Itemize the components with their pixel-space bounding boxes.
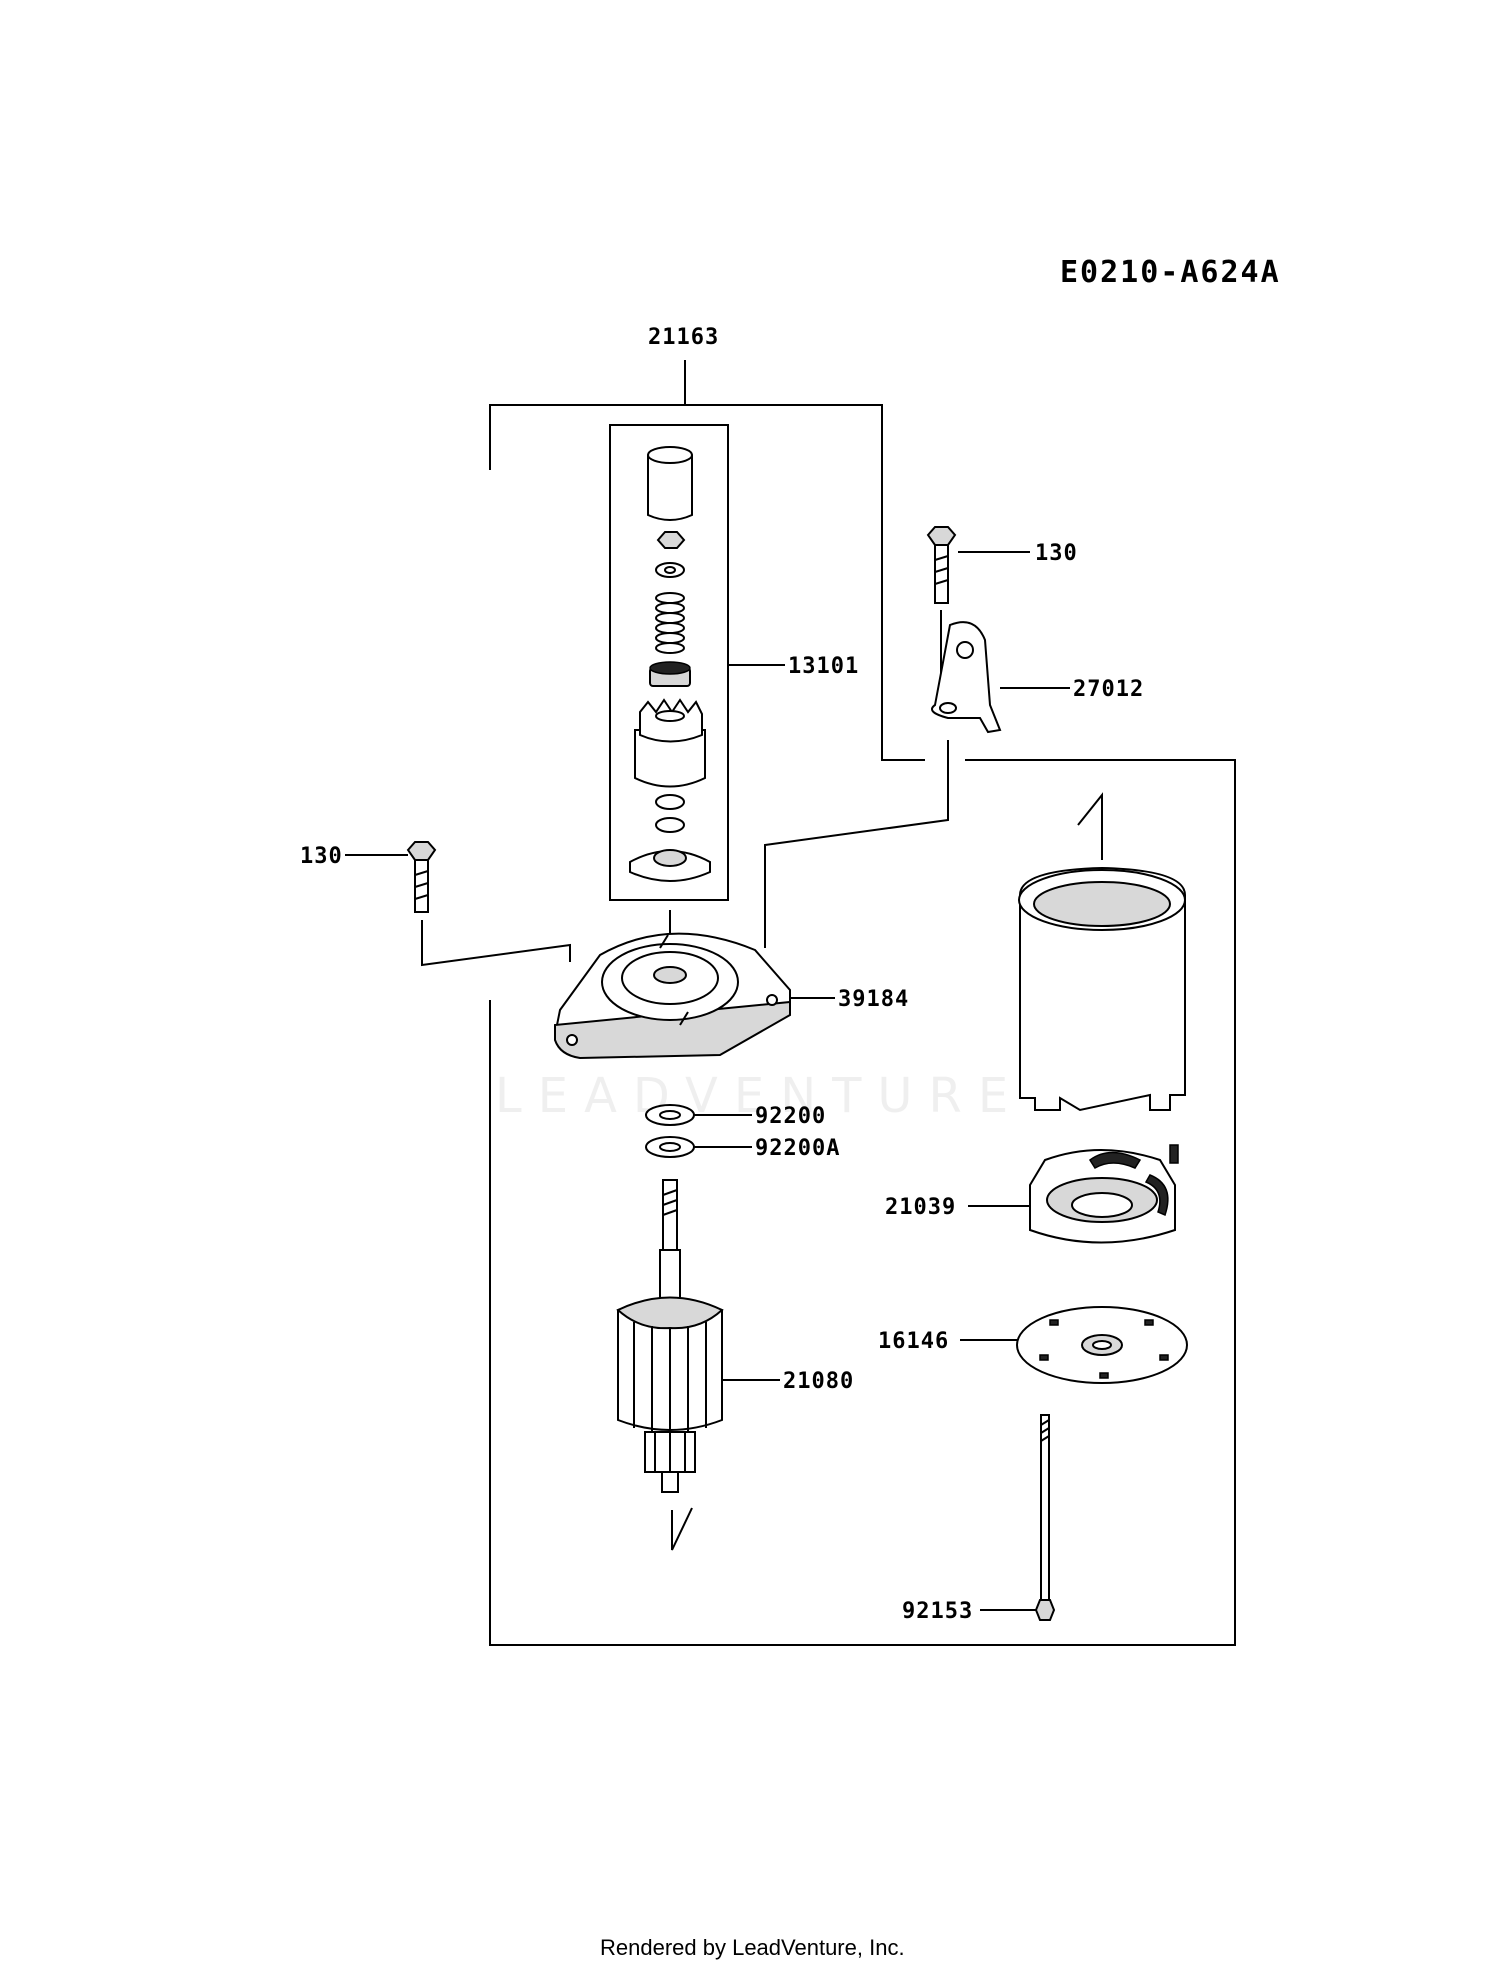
part-label-130-top[interactable]: 130 <box>1035 541 1078 566</box>
bolt-130-top <box>926 526 957 604</box>
brush-holder-21039 <box>1029 1144 1179 1244</box>
bracket-27012 <box>931 610 1002 734</box>
mount-plate-39184 <box>553 932 791 1060</box>
washer-92200A <box>645 1136 695 1158</box>
diagram-code: E0210-A624A <box>1060 255 1281 290</box>
part-label-130-left[interactable]: 130 <box>300 844 343 869</box>
part-label-21039[interactable]: 21039 <box>885 1195 956 1220</box>
footer-credit: Rendered by LeadVenture, Inc. <box>600 1935 905 1960</box>
pinion-stack <box>629 446 711 882</box>
washer-92200 <box>645 1104 695 1126</box>
pinion-kit-box <box>609 424 729 901</box>
bolt-130-left <box>406 841 437 913</box>
end-plate-16146 <box>1016 1306 1188 1384</box>
part-label-21163[interactable]: 21163 <box>648 325 719 350</box>
part-label-92200[interactable]: 92200 <box>755 1104 826 1129</box>
part-label-92153[interactable]: 92153 <box>902 1599 973 1624</box>
part-label-16146[interactable]: 16146 <box>878 1329 949 1354</box>
part-label-27012[interactable]: 27012 <box>1073 677 1144 702</box>
through-bolt-92153 <box>1034 1414 1056 1621</box>
yoke-housing <box>1018 792 1186 1112</box>
part-label-92200A[interactable]: 92200A <box>755 1136 840 1161</box>
armature-21080 <box>616 1179 724 1493</box>
assembly-outline <box>489 360 1236 1646</box>
part-label-39184[interactable]: 39184 <box>838 987 909 1012</box>
part-label-21080[interactable]: 21080 <box>783 1369 854 1394</box>
part-label-13101[interactable]: 13101 <box>788 654 859 679</box>
